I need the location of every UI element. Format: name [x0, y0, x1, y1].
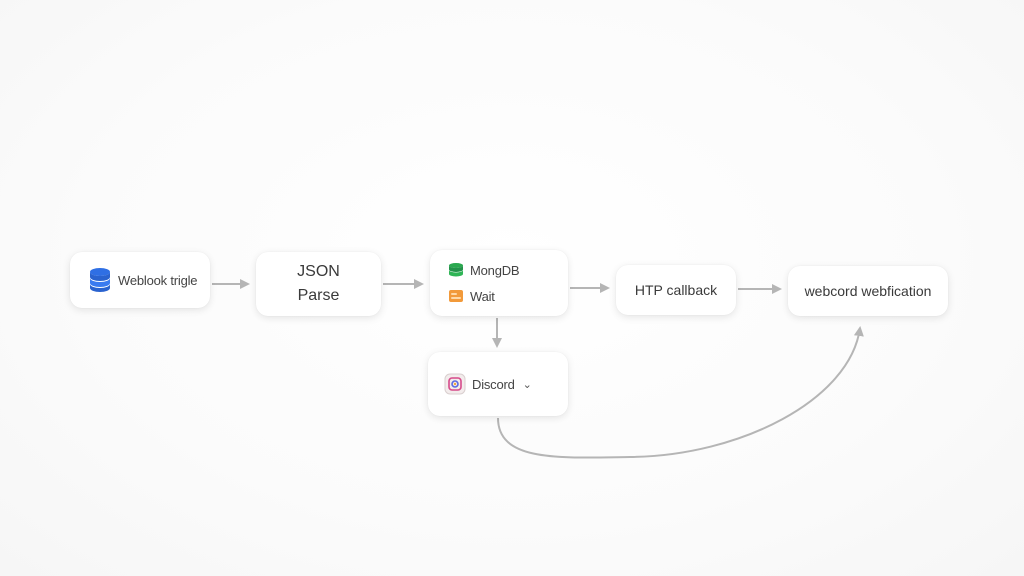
discord-label: Discord [472, 376, 515, 392]
webhook-trigger-label: Weblook trigle [118, 272, 198, 288]
mongodb-row[interactable]: MongDB [448, 262, 520, 278]
json-parse-line1: JSON [297, 263, 340, 280]
node-json-parse[interactable]: JSON Parse [256, 252, 381, 316]
node-mongodb-wait[interactable]: MongDB Wait [430, 250, 568, 316]
mongodb-icon [448, 262, 464, 278]
webcord-notification-label: webcord webfication [804, 283, 932, 299]
wait-label: Wait [470, 288, 495, 304]
mongodb-label: MongDB [470, 262, 520, 278]
discord-icon [444, 373, 466, 395]
node-webhook-trigger[interactable]: Weblook trigle [70, 252, 210, 308]
http-callback-label: HTP callback [634, 282, 718, 298]
wait-row[interactable]: Wait [448, 288, 495, 304]
wait-icon [448, 288, 464, 304]
json-parse-line2: Parse [297, 287, 340, 304]
node-discord[interactable]: Discord ⌄ [428, 352, 568, 416]
node-http-callback[interactable]: HTP callback [616, 265, 736, 315]
chevron-down-icon[interactable]: ⌄ [522, 378, 532, 391]
database-icon [88, 267, 112, 293]
node-webcord-notification[interactable]: webcord webfication [788, 266, 948, 316]
